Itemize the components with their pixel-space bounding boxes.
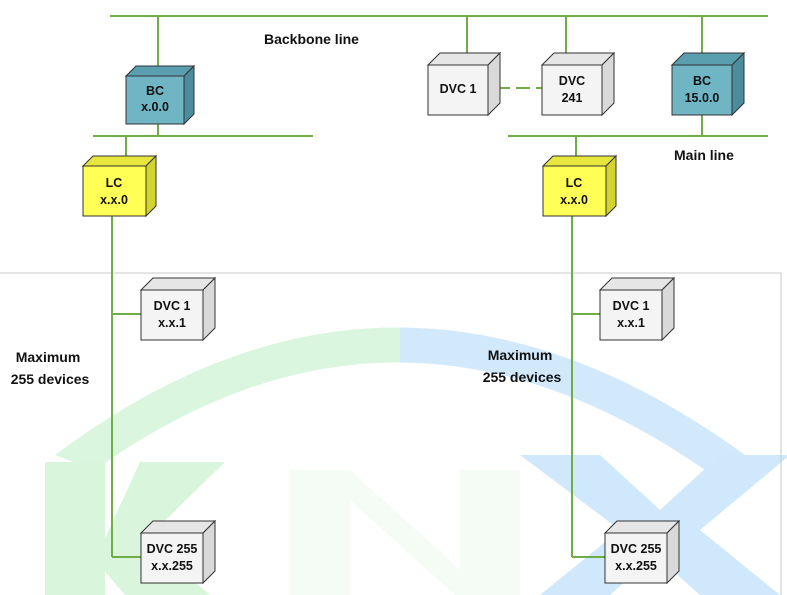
dvc255-left-box: DVC 255 x.x.255 — [139, 519, 217, 585]
bc-right-box: BC 15.0.0 — [670, 51, 746, 117]
lc-right-label-2: x.x.0 — [560, 193, 588, 207]
dvc1-top-label: DVC 1 — [440, 82, 477, 96]
logo-arch — [55, 327, 745, 470]
lc-left-box: LC x.x.0 — [81, 154, 158, 218]
lc-right-label-1: LC — [566, 176, 583, 190]
dvc255-left-label-1: DVC 255 — [147, 542, 198, 556]
maximum-right-label-2: 255 devices — [483, 369, 562, 385]
lc-left-label-1: LC — [106, 176, 123, 190]
dvc1-left-label-2: x.x.1 — [158, 316, 186, 330]
logo-k-stem — [45, 462, 105, 595]
bc-right-label-2: 15.0.0 — [685, 91, 720, 105]
dvc255-right-label-1: DVC 255 — [611, 542, 662, 556]
maximum-right-label-1: Maximum — [488, 347, 553, 363]
dvc241-label-2: 241 — [562, 91, 583, 105]
dvc255-right-label-2: x.x.255 — [615, 559, 657, 573]
dvc241-box: DVC 241 — [540, 51, 616, 117]
dvc255-right-box: DVC 255 x.x.255 — [603, 519, 681, 585]
bc-left-box: BC x.0.0 — [124, 64, 196, 126]
maximum-left-label-2: 255 devices — [11, 371, 90, 387]
dvc1-left-label-1: DVC 1 — [154, 299, 191, 313]
dvc1-right-box: DVC 1 x.x.1 — [598, 276, 676, 342]
backbone-line-label: Backbone line — [264, 31, 359, 47]
logo-n — [290, 470, 520, 595]
bc-left-label-2: x.0.0 — [141, 100, 169, 114]
maximum-left-label-1: Maximum — [16, 349, 81, 365]
dvc1-top-box: DVC 1 — [426, 51, 502, 117]
dvc1-left-box: DVC 1 x.x.1 — [139, 276, 217, 342]
main-line-label: Main line — [674, 147, 734, 163]
dvc1-right-label-1: DVC 1 — [613, 299, 650, 313]
dvc1-right-label-2: x.x.1 — [617, 316, 645, 330]
dvc241-label-1: DVC — [559, 74, 585, 88]
dvc255-left-label-2: x.x.255 — [151, 559, 193, 573]
lc-right-box: LC x.x.0 — [541, 154, 618, 218]
logo-k-arm — [95, 462, 225, 595]
bc-left-label-1: BC — [146, 84, 164, 98]
bc-right-label-1: BC — [693, 74, 711, 88]
lc-left-label-2: x.x.0 — [100, 193, 128, 207]
